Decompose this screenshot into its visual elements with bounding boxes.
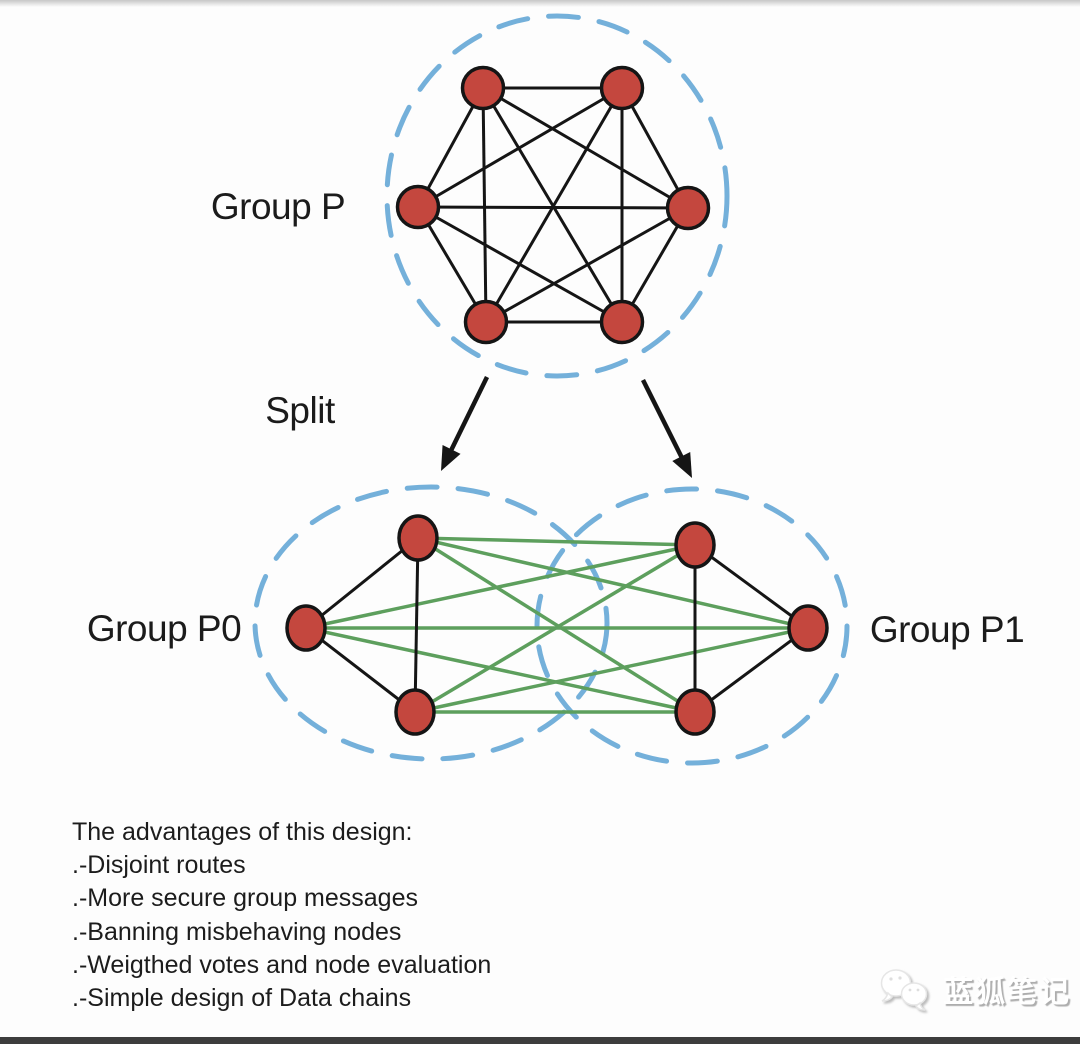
top-gradient-bar bbox=[0, 0, 1080, 7]
network-node bbox=[460, 65, 506, 111]
network-node bbox=[285, 604, 327, 652]
intra-group-edge bbox=[416, 206, 488, 323]
intra-group-edge bbox=[417, 205, 689, 210]
advantage-item: .-Disjoint routes bbox=[72, 851, 246, 880]
intra-group-edge bbox=[305, 626, 416, 714]
advantages-text-block: The advantages of this design: .-Disjoin… bbox=[72, 816, 491, 1015]
advantage-item: .-Weigthed votes and node evaluation bbox=[72, 950, 492, 979]
network-node bbox=[599, 299, 645, 345]
network-node bbox=[599, 65, 645, 111]
intra-group-edge bbox=[305, 536, 419, 630]
intra-group-edge bbox=[485, 206, 689, 324]
network-node bbox=[674, 688, 716, 736]
bottom-dark-bar bbox=[0, 1037, 1080, 1044]
cross-group-edge bbox=[417, 536, 696, 714]
split-arrowhead bbox=[672, 452, 692, 478]
intra-group-edge bbox=[413, 537, 420, 713]
intra-group-edge bbox=[481, 87, 488, 323]
intra-group-edge bbox=[620, 87, 690, 209]
split-arrow-shaft bbox=[446, 376, 490, 458]
split-arrow-shaft bbox=[640, 378, 687, 465]
intra-group-edge bbox=[484, 87, 624, 323]
network-node bbox=[394, 688, 436, 736]
network-node bbox=[787, 604, 829, 652]
intra-group-edge bbox=[417, 205, 623, 324]
network-node bbox=[674, 521, 716, 569]
network-node bbox=[395, 184, 441, 230]
advantage-item: .-Banning misbehaving nodes bbox=[72, 917, 402, 946]
intra-group-edge bbox=[417, 86, 623, 209]
group-p0-label: Group P0 bbox=[86, 608, 242, 649]
advantage-item: .-Simple design of Data chains bbox=[72, 984, 412, 1013]
intra-group-edge bbox=[694, 543, 809, 630]
network-node bbox=[463, 299, 509, 345]
network-node bbox=[665, 185, 711, 231]
group-boundary-dashed-circle bbox=[534, 486, 850, 766]
split-arrowhead bbox=[441, 445, 461, 471]
advantages-title: The advantages of this design: bbox=[72, 818, 413, 846]
cross-group-edge bbox=[417, 536, 809, 630]
group-boundary-dashed-circle bbox=[384, 13, 730, 379]
watermark-text: 蓝狐笔记 bbox=[943, 976, 1071, 1009]
group-p-label: Group P bbox=[210, 186, 346, 227]
intra-group-edge bbox=[694, 626, 809, 714]
split-label: Split bbox=[265, 390, 335, 431]
network-node bbox=[397, 514, 439, 562]
chat-bubbles-fox-logo-icon bbox=[880, 969, 928, 1011]
watermark: 蓝狐笔记 bbox=[878, 966, 1071, 1012]
intra-group-edge bbox=[416, 87, 485, 208]
cross-group-edge bbox=[417, 536, 696, 547]
advantage-item: .-More secure group messages bbox=[72, 884, 418, 913]
cross-group-edge bbox=[414, 543, 696, 714]
group-boundary-dashed-circle bbox=[252, 484, 610, 762]
cross-group-edge bbox=[305, 543, 696, 630]
cross-group-edge bbox=[414, 626, 809, 714]
group-p1-label: Group P1 bbox=[869, 609, 1025, 650]
cross-group-edge bbox=[305, 626, 696, 714]
